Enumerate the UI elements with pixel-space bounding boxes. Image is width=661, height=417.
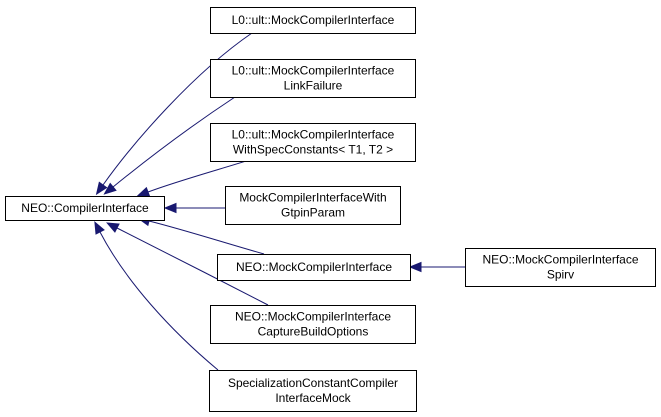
edge-line: [116, 227, 269, 306]
arrowhead: [95, 181, 108, 196]
arrowhead: [94, 221, 105, 235]
class-label: Spirv: [547, 268, 574, 282]
class-label: SpecializationConstantCompiler: [228, 376, 398, 390]
edge-line: [102, 32, 253, 186]
inheritance-edge-specconst_mock: [94, 221, 219, 371]
class-label: InterfaceMock: [275, 391, 351, 405]
class-label: CaptureBuildOptions: [258, 325, 369, 339]
class-box: [465, 248, 656, 287]
class-box: [210, 305, 416, 344]
inheritance-edge-l0_mock: [95, 32, 253, 196]
class-node-l0-mock[interactable]: L0::ult::MockCompilerInterface: [210, 7, 416, 34]
edge-line: [99, 231, 219, 371]
class-box: [217, 254, 411, 281]
inheritance-edge-l0_mock_linkfailure: [103, 96, 236, 195]
edge-line: [112, 96, 236, 188]
class-box: [210, 59, 416, 98]
nodes-layer: NEO::CompilerInterface L0::ult::MockCompi…: [5, 7, 656, 412]
class-label: WithSpecConstants< T1, T2 >: [233, 143, 393, 157]
class-label: L0::ult::MockCompilerInterface: [232, 128, 395, 142]
class-label: NEO::CompilerInterface: [21, 201, 149, 215]
class-label: GtpinParam: [281, 206, 345, 220]
inheritance-edge-neo_mock_spirv: [408, 261, 465, 273]
class-label: L0::ult::MockCompilerInterface: [232, 64, 395, 78]
arrowhead: [408, 261, 422, 273]
class-label: MockCompilerInterfaceWith: [239, 191, 386, 205]
class-box: [209, 370, 417, 412]
class-label: NEO::MockCompilerInterface: [236, 260, 392, 274]
arrowhead: [106, 222, 120, 233]
inheritance-edge-mock_gtpin: [163, 202, 225, 214]
edge-line: [148, 220, 265, 255]
arrowhead: [163, 202, 177, 214]
class-node-neo-mock[interactable]: NEO::MockCompilerInterface: [217, 254, 411, 281]
class-box: [210, 7, 416, 34]
class-node-l0-mock-linkfailure[interactable]: L0::ult::MockCompilerInterfaceLinkFailur…: [210, 59, 416, 98]
class-node-neo-mock-capture[interactable]: NEO::MockCompilerInterfaceCaptureBuildOp…: [210, 305, 416, 344]
class-node-l0-mock-specconst[interactable]: L0::ult::MockCompilerInterfaceWithSpecCo…: [210, 123, 416, 162]
class-label: LinkFailure: [284, 79, 343, 93]
class-label: NEO::MockCompilerInterface: [235, 310, 391, 324]
class-box: [5, 196, 165, 221]
inheritance-edge-neo_mock_capture: [106, 222, 269, 306]
class-node-base[interactable]: NEO::CompilerInterface: [5, 196, 165, 221]
class-box: [210, 123, 416, 162]
class-node-specconst-mock[interactable]: SpecializationConstantCompilerInterfaceM…: [209, 370, 417, 412]
class-box: [225, 186, 401, 225]
class-label: L0::ult::MockCompilerInterface: [232, 13, 395, 27]
arrowhead: [103, 182, 117, 195]
arrowhead: [136, 186, 151, 197]
class-label: NEO::MockCompilerInterface: [482, 253, 638, 267]
